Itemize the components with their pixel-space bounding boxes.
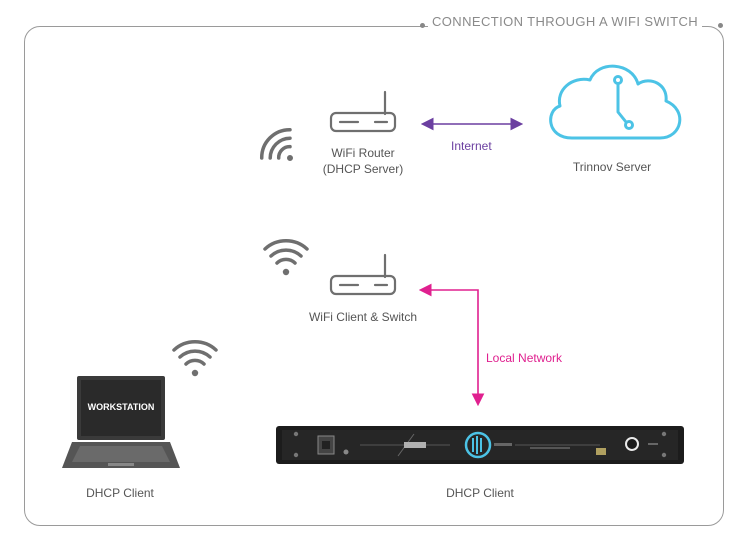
laptop-screen-text: WORKSTATION	[88, 402, 155, 412]
processor-unit	[276, 426, 684, 464]
switch-label: WiFi Client & Switch	[308, 310, 418, 324]
laptop-icon: WORKSTATION	[62, 376, 180, 468]
cloud-icon	[549, 64, 682, 140]
processor-label: DHCP Client	[446, 486, 514, 500]
internet-link-label: Internet	[451, 139, 492, 153]
wifi-signal-icon-switch	[263, 239, 309, 276]
diagram-title: CONNECTION THROUGH A WIFI SWITCH	[428, 14, 703, 29]
frame-dot-left	[420, 23, 425, 28]
wifi-signal-icon-router	[259, 127, 293, 161]
laptop-label: DHCP Client	[86, 486, 154, 500]
processor-logo-ring	[464, 431, 492, 459]
wifi-signal-icon-laptop	[172, 340, 218, 377]
switch-icon	[329, 253, 397, 296]
server-label: Trinnov Server	[572, 160, 652, 174]
frame-dot-right	[718, 23, 723, 28]
router-label-line2: (DHCP Server)	[322, 162, 404, 176]
router-icon	[329, 90, 397, 133]
router-label-line1: WiFi Router	[331, 146, 395, 160]
local-network-link-arrow	[418, 283, 485, 407]
diagram-frame	[24, 26, 724, 526]
local-network-link-label: Local Network	[486, 351, 563, 365]
